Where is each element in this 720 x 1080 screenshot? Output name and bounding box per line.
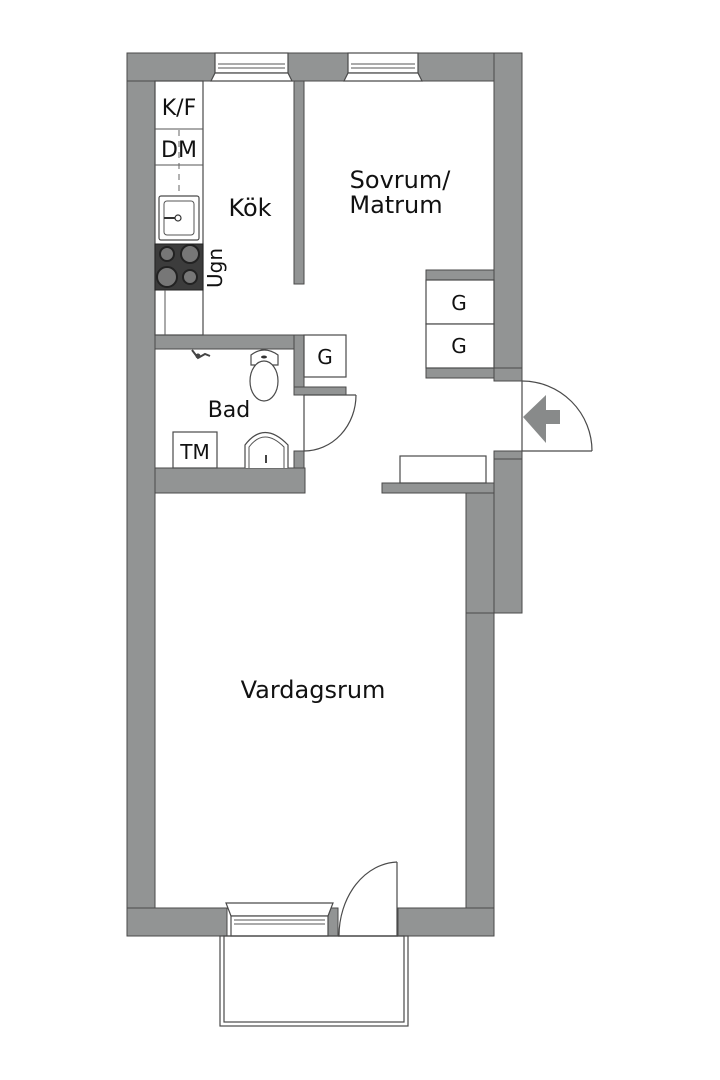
window-living (225, 902, 334, 937)
stove-icon (154, 243, 204, 291)
bath-closet-label: G (317, 345, 333, 369)
door-entrance (521, 380, 593, 452)
door-bathroom (303, 394, 357, 452)
kitchen-sink-icon (158, 195, 200, 241)
entrance-arrow-icon (523, 395, 560, 443)
hall-shelf (399, 455, 487, 484)
washing-machine-label: TM (179, 440, 209, 464)
dishwasher-label: DM (161, 138, 197, 163)
balcony (219, 935, 409, 1027)
bathroom-label: Bad (208, 398, 251, 423)
living-room-label: Vardagsrum (241, 676, 386, 704)
outer-walls (126, 52, 523, 937)
kitchen-label: Kök (228, 194, 271, 222)
shower-icon (191, 349, 211, 360)
hall-closet-2 (425, 323, 495, 369)
hall-closet-1 (425, 279, 495, 325)
bedroom-label-line1: Sovrum/ (350, 166, 452, 194)
door-balcony (338, 861, 398, 937)
bedroom-label-line2: Matrum (349, 191, 442, 219)
hall-closet-1-label: G (451, 291, 467, 315)
window-bedroom (343, 52, 423, 82)
window-kitchen (210, 52, 293, 82)
toilet-icon (249, 349, 279, 402)
hall-closet-2-label: G (451, 334, 467, 358)
fridge-freezer-label: K/F (162, 96, 197, 121)
oven-label: Ugn (203, 248, 227, 288)
kitchen-counter (154, 80, 204, 336)
bath-closet-box (303, 334, 347, 378)
washing-machine-box (172, 431, 218, 469)
bathroom-sink-icon (244, 431, 289, 468)
